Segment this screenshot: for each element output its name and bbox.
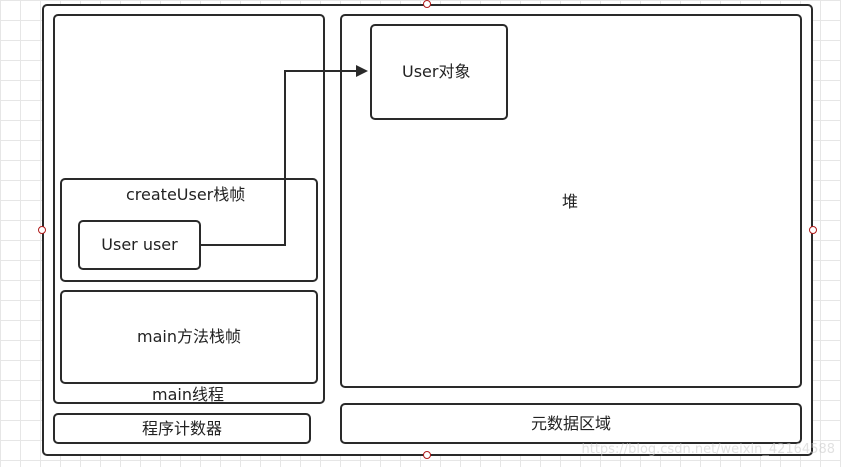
watermark-text: https://blog.csdn.net/weixin_42164588 [581, 442, 835, 457]
user-object-label: User对象 [402, 62, 471, 81]
heap-label: 堆 [562, 192, 579, 211]
user-object-box [370, 24, 508, 120]
selection-handle-right[interactable] [809, 226, 817, 234]
main-thread-label: main线程 [152, 385, 224, 404]
main-frame-label: main方法栈帧 [137, 327, 241, 346]
metadata-area-box: 元数据区域 [340, 403, 802, 444]
user-variable-box: User user [78, 220, 201, 270]
program-counter-label: 程序计数器 [141, 418, 222, 438]
create-user-frame-label: createUser栈帧 [126, 185, 246, 204]
reference-arrow-head [356, 65, 368, 77]
user-variable-label: User user [101, 235, 178, 254]
selection-handle-top[interactable] [423, 0, 431, 8]
reference-arrow-line [201, 70, 358, 246]
program-counter-box: 程序计数器 [53, 413, 311, 444]
main-frame-box: main方法栈帧 [60, 290, 318, 384]
selection-handle-bottom[interactable] [423, 451, 431, 459]
selection-handle-left[interactable] [38, 226, 46, 234]
metadata-area-label: 元数据区域 [530, 413, 611, 433]
